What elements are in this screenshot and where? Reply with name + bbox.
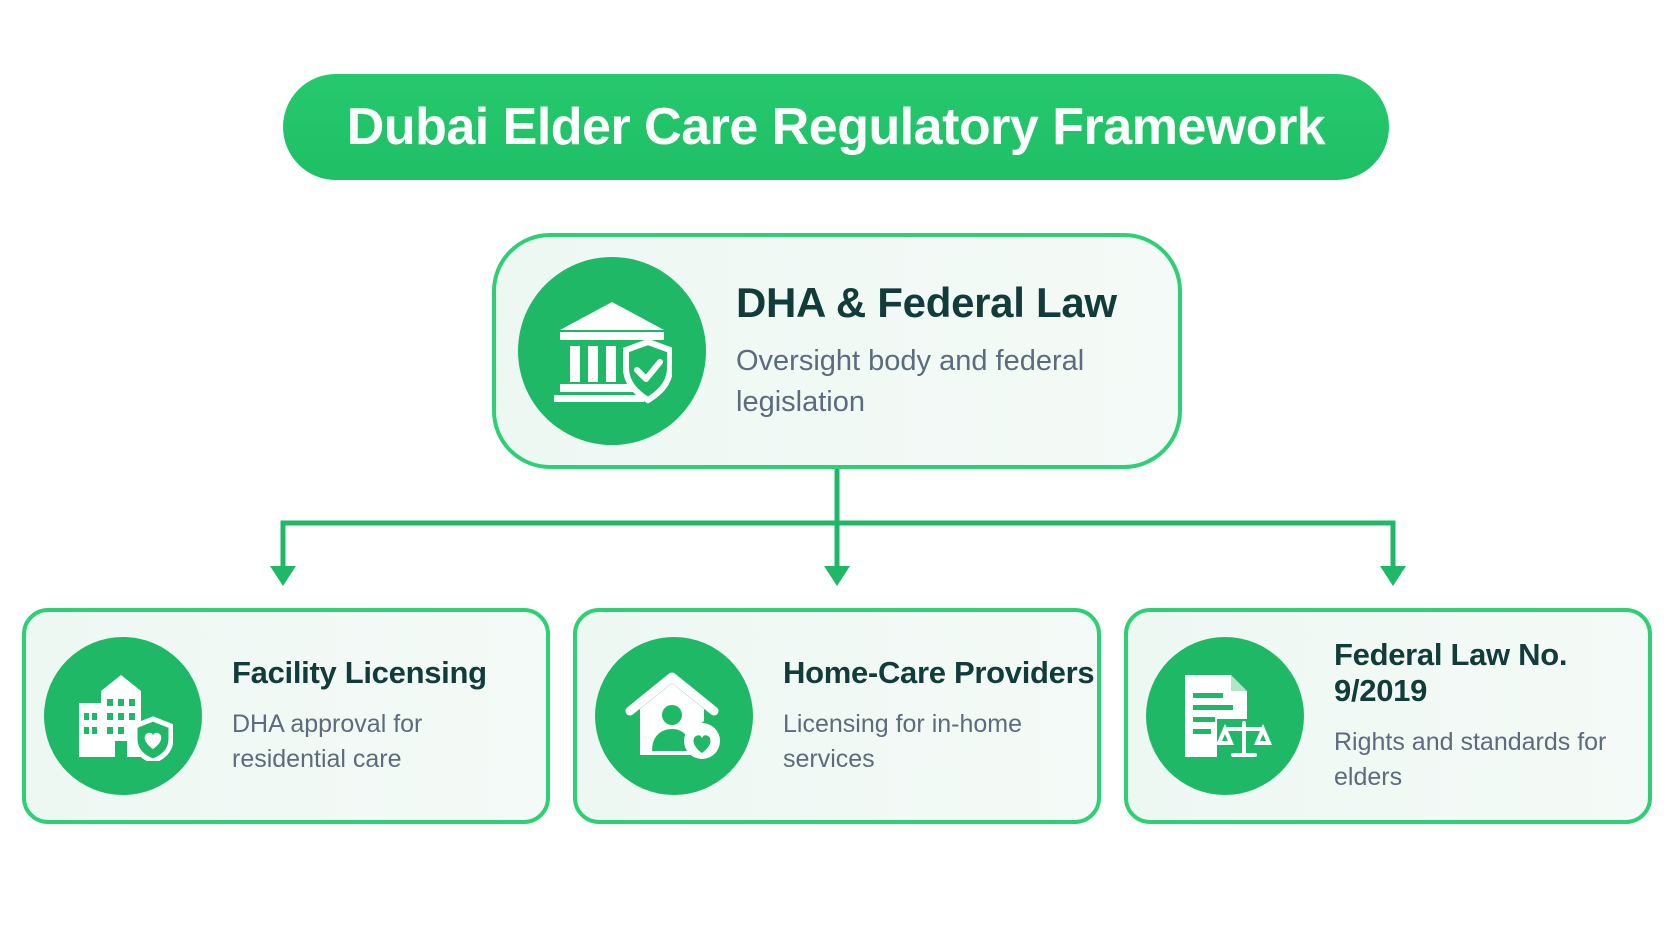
root-node-heading: DHA & Federal Law bbox=[736, 279, 1117, 326]
arrowhead-right bbox=[1380, 566, 1406, 586]
child-node-card-facility-licensing: Facility Licensing DHA approval for resi… bbox=[22, 608, 550, 824]
arrowhead-center bbox=[824, 566, 850, 586]
root-node-description: Oversight body and federal legislation bbox=[736, 345, 1085, 418]
diagram-title: Dubai Elder Care Regulatory Framework bbox=[346, 98, 1326, 156]
document-scales-icon bbox=[1146, 637, 1304, 795]
child-node-description: Rights and standards for elders bbox=[1334, 728, 1607, 791]
child-node-card-home-care-providers: Home-Care Providers Licensing for in-hom… bbox=[573, 608, 1101, 824]
house-person-heart-icon bbox=[595, 637, 753, 795]
child-node-heading: Home-Care Providers bbox=[783, 655, 1095, 690]
government-building-shield-icon bbox=[518, 257, 706, 445]
root-node-card: DHA & Federal Law Oversight body and fed… bbox=[492, 233, 1182, 469]
building-heart-shield-icon bbox=[44, 637, 202, 795]
child-node-description: Licensing for in-home services bbox=[783, 710, 1023, 773]
child-node-heading: Facility Licensing bbox=[232, 655, 487, 690]
arrowhead-left bbox=[270, 566, 296, 586]
child-node-card-federal-law: Federal Law No. 9/2019 Rights and standa… bbox=[1124, 608, 1652, 824]
child-node-heading: Federal Law No. 9/2019 bbox=[1334, 637, 1568, 708]
child-node-description: DHA approval for residential care bbox=[232, 710, 423, 773]
title-banner: Dubai Elder Care Regulatory Framework bbox=[283, 74, 1389, 180]
